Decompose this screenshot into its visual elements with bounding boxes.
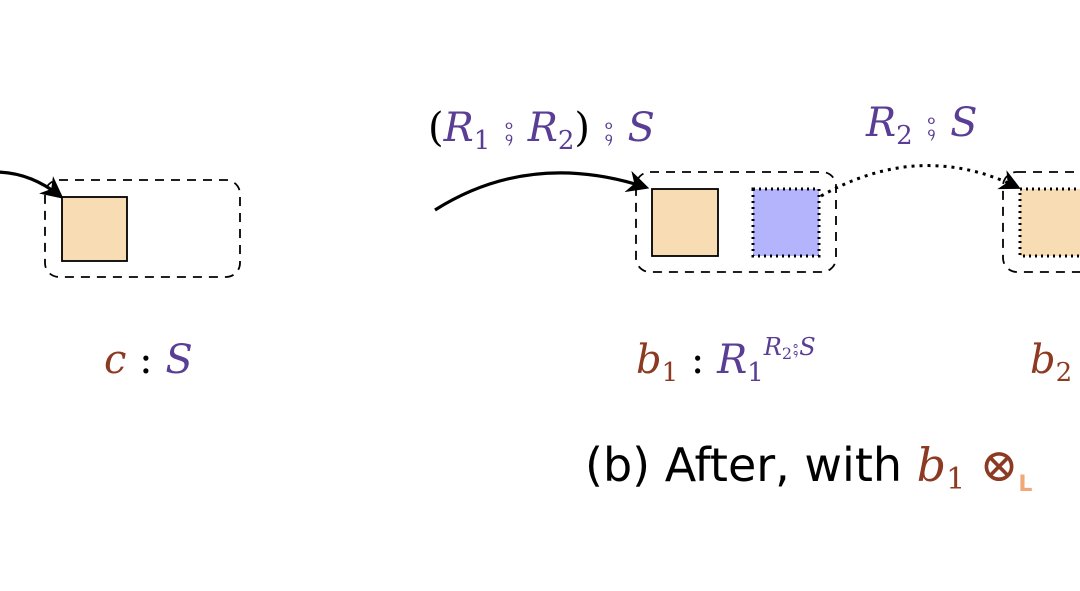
colon: : (690, 337, 705, 383)
peach-cell-b1 (651, 188, 719, 257)
dashed-container-b2 (1002, 171, 1080, 273)
colon: : (139, 337, 153, 383)
sup-seq-operator: ⨟ (792, 333, 800, 361)
b-subscript: 1 (661, 358, 679, 388)
c-variable: c (104, 337, 127, 383)
right-arrow-label: R2 ⨟ S (866, 100, 978, 149)
incoming-arrow-c (0, 170, 64, 199)
caption-prefix: (b) After, with (585, 438, 917, 492)
dotted-arrow-b2 (820, 164, 1021, 198)
b-variable: b (636, 337, 662, 383)
figure-caption: (b) After, with b1 ⊗L (585, 442, 1032, 496)
dashed-container-c (44, 179, 241, 278)
sup-r-subscript: 2 (781, 344, 793, 363)
seq-operator-1: ⨟ (503, 105, 515, 151)
caption-operator: ⊗ (965, 438, 1019, 492)
seq-operator: ⨟ (925, 100, 938, 146)
caption-operator-subscript: L (1018, 472, 1033, 497)
seq-operator-2: ⨟ (602, 105, 615, 151)
b1-type-label: b1 : R1R2⨟S (636, 335, 816, 386)
caption-variable: b (916, 438, 947, 492)
incoming-arrow-b1 (434, 170, 650, 212)
r1-subscript: 1 (473, 126, 491, 156)
dashed-container-b1 (635, 171, 837, 273)
r2-symbol: R (866, 100, 897, 146)
r1-symbol: R (717, 337, 748, 383)
r2-symbol: R (527, 105, 558, 151)
b-subscript: 2 (1055, 358, 1073, 388)
r2-subscript: 2 (557, 126, 575, 156)
sup-s-symbol: S (799, 333, 816, 361)
type-s: S (165, 337, 193, 383)
peach-cell-b2 (1018, 187, 1080, 258)
left-arrow-label: (R1 ⨟ R2) ⨟ S (428, 105, 655, 154)
open-paren: ( (428, 105, 444, 151)
caption-variable-subscript: 1 (946, 462, 966, 497)
b-variable: b (1030, 337, 1056, 383)
r1-subscript: 1 (747, 358, 764, 388)
sup-r-symbol: R (763, 333, 782, 361)
b2-type-label: b2 (1030, 337, 1072, 386)
s-symbol: S (950, 100, 978, 146)
type-superscript: R2⨟S (763, 333, 816, 363)
peach-cell-c (61, 196, 128, 262)
s-symbol: S (627, 105, 655, 151)
close-paren: ) (574, 105, 590, 151)
r2-subscript: 2 (896, 121, 913, 151)
c-type-label: c : S (104, 340, 193, 380)
lavender-cell-b1 (751, 187, 821, 258)
r1-symbol: R (443, 105, 474, 151)
